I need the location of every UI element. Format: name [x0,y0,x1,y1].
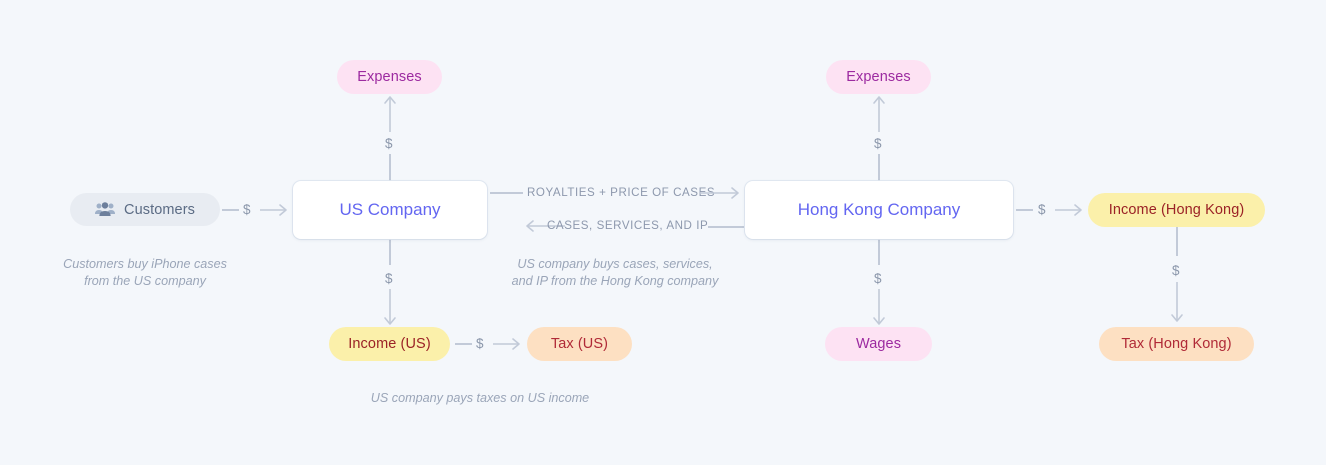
edge-label-us-to-income-us-dollar: $ [385,271,393,286]
node-wages-label: Wages [855,336,902,352]
edge-label-hk-to-expenses-dollar: $ [874,136,882,151]
node-tax-us[interactable]: Tax (US) [527,327,632,361]
node-expenses-us-label: Expenses [357,69,422,85]
connector-royalties-left-stub [490,192,523,194]
connector-customers-to-us-company-line [222,209,239,211]
node-expenses-us[interactable]: Expenses [337,60,442,94]
people-group-icon [95,202,115,217]
connector-income-hk-to-tax-hk-upper [1176,227,1178,256]
arrow-income-hk-to-tax-hk [1171,282,1183,322]
connector-cases-right-stub [708,226,744,228]
node-us-company-label: US Company [339,200,441,219]
people-group-icon-svg [95,202,115,216]
node-hong-kong-company[interactable]: Hong Kong Company [745,181,1013,239]
arrow-income-us-to-tax-us [493,338,520,350]
edge-label-hk-to-wages-dollar: $ [874,271,882,286]
connector-income-us-to-tax-us-line [455,343,472,345]
connector-us-to-expenses-lower [389,154,391,181]
node-income-us-label: Income (US) [348,336,431,352]
node-customers[interactable]: Customers [70,193,220,226]
node-expenses-hk[interactable]: Expenses [826,60,931,94]
node-hong-kong-company-label: Hong Kong Company [797,200,961,219]
arrow-hk-to-wages [873,289,885,325]
node-us-company[interactable]: US Company [293,181,487,239]
arrow-us-to-expenses [384,96,396,132]
node-income-hong-kong-label: Income (Hong Kong) [1108,202,1245,218]
caption-taxes: US company pays taxes on US income [370,391,590,405]
connector-us-to-income-us-upper [389,239,391,265]
node-wages[interactable]: Wages [825,327,932,361]
node-tax-hong-kong-label: Tax (Hong Kong) [1121,336,1232,352]
arrow-hk-to-us-cases-services-ip [526,220,565,232]
arrow-us-to-hk-royalties [700,187,739,199]
caption-customers: Customers buy iPhone cases from the US c… [63,257,227,288]
edge-label-royalties: ROYALTIES + PRICE OF CASES [527,186,716,199]
edge-label-customers-to-us-dollar: $ [243,202,251,217]
arrow-hk-to-expenses [873,96,885,132]
arrow-us-to-income-us [384,289,396,325]
node-income-hong-kong[interactable]: Income (Hong Kong) [1088,193,1265,227]
arrow-customers-to-us-company [260,204,287,216]
caption-middle: US company buys cases, services, and IP … [511,257,719,288]
connector-hk-to-expenses-lower [878,154,880,181]
node-income-us[interactable]: Income (US) [329,327,450,361]
edge-label-hk-to-income-hk-dollar: $ [1038,202,1046,217]
node-customers-label: Customers [124,201,195,218]
edge-label-income-us-to-tax-us-dollar: $ [476,336,484,351]
edge-label-us-to-expenses-dollar: $ [385,136,393,151]
arrow-hk-to-income-hk [1055,204,1082,216]
node-tax-us-label: Tax (US) [550,336,609,352]
node-expenses-hk-label: Expenses [846,69,911,85]
edge-label-income-hk-to-tax-hk-dollar: $ [1172,263,1180,278]
node-tax-hong-kong[interactable]: Tax (Hong Kong) [1099,327,1254,361]
edge-label-cases-services-ip: CASES, SERVICES, AND IP [547,219,709,232]
connector-hk-to-wages-upper [878,239,880,265]
connector-hk-to-income-hk-line [1016,209,1033,211]
